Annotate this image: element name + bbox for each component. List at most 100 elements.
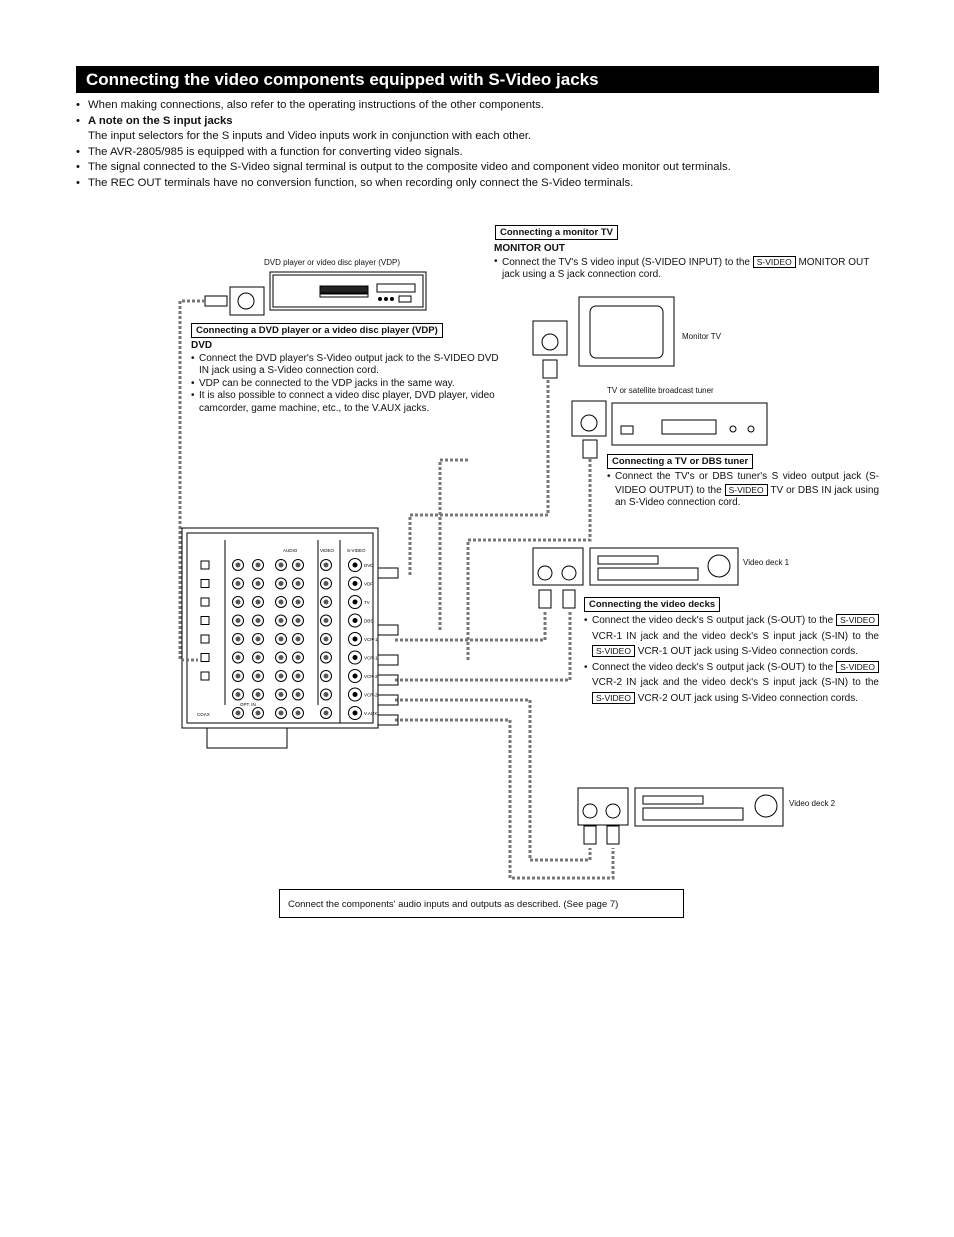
rca-jack-center	[278, 562, 284, 568]
rca-jack-center	[295, 618, 301, 623]
rca-jack-center	[255, 599, 261, 605]
dvd-bullet: VDP can be connected to the VDP jacks in…	[191, 378, 501, 391]
opt-in-label: OPT. IN	[240, 702, 256, 707]
decks-section: Connect the video deck's S output jack (…	[584, 613, 880, 707]
decks-section-header: Connecting the video decks	[584, 597, 721, 612]
optical-port	[200, 634, 210, 644]
monitor-tv-illustration	[532, 296, 675, 379]
rca-jack-center	[255, 618, 261, 623]
rca-jack-center	[235, 692, 241, 697]
rca-jack-center	[323, 655, 329, 660]
video-deck-1-illustration	[532, 547, 739, 609]
rca-jack-center	[255, 710, 261, 716]
rca-jack-center	[278, 692, 284, 697]
svideo-jack-pin	[352, 599, 358, 605]
video-deck-2-illustration	[577, 787, 784, 845]
jack-row-label: VCR-1	[364, 637, 378, 642]
rca-jack-center	[323, 618, 329, 623]
col-video-label: VIDEO	[320, 548, 335, 553]
cables	[178, 299, 615, 880]
rca-jack-center	[278, 710, 284, 716]
svideo-jack-pin	[352, 655, 358, 660]
dvd-section: DVD Connect the DVD player's S-Video out…	[191, 340, 501, 416]
optical-port	[200, 597, 210, 607]
rca-jack-center	[323, 636, 329, 642]
col-audio-label: AUDIO	[283, 548, 298, 553]
intro-subhead: A note on the S input jacks	[88, 114, 233, 127]
video-deck-2-label: Video deck 2	[789, 799, 836, 808]
rca-jack-center	[323, 581, 329, 586]
rca-jack-center	[235, 636, 241, 642]
rca-jack-center	[255, 562, 261, 568]
rca-jack-center	[295, 655, 301, 660]
jack-row-label: VCR-2	[364, 693, 378, 698]
optical-port	[200, 560, 210, 570]
dvd-section-header: Connecting a DVD player or a video disc …	[191, 323, 443, 338]
rca-jack-center	[278, 581, 284, 586]
rca-jack-center	[255, 673, 261, 679]
svideo-tag: S-VIDEO	[592, 691, 635, 704]
svideo-jack-pin	[352, 636, 358, 642]
rca-jack-center	[235, 581, 241, 586]
rca-jack-center	[235, 673, 241, 679]
svideo-jack-pin	[352, 673, 358, 679]
rca-jack-center	[323, 562, 329, 568]
intro-item: When making connections, also refer to t…	[76, 98, 876, 114]
rca-jack-center	[235, 599, 241, 605]
dvd-bullet: Connect the DVD player's S-Video output …	[191, 353, 501, 378]
svideo-jack-pin	[352, 618, 358, 623]
tuner-bullet: Connect the TV's or DBS tuner's S video …	[607, 471, 879, 510]
rca-jack-center	[295, 636, 301, 642]
receiver-plugs	[377, 567, 399, 726]
monitor-section: MONITOR OUT Connect the TV's S video inp…	[494, 243, 879, 282]
jack-row-label: V.AUX	[364, 711, 377, 716]
dvd-bullet: It is also possible to connect a video d…	[191, 390, 501, 415]
rca-jack-center	[295, 599, 301, 605]
optical-port	[200, 616, 210, 625]
optical-port	[200, 653, 210, 662]
rca-jack-center	[278, 636, 284, 642]
svideo-tag: S-VIDEO	[724, 483, 768, 496]
optical-port	[200, 671, 210, 681]
dvd-svideo-jack	[204, 286, 265, 316]
monitor-tv-label: Monitor TV	[682, 332, 721, 341]
rca-jack-center	[323, 599, 329, 605]
jack-row-label: DBS	[364, 619, 373, 624]
rca-jack-center	[255, 636, 261, 642]
jack-row-label: VCR-2	[364, 674, 378, 679]
svideo-tag: S-VIDEO	[836, 660, 880, 673]
rca-jack-center	[255, 655, 261, 660]
tuner-label: TV or satellite broadcast tuner	[607, 386, 714, 395]
intro-item: The REC OUT terminals have no conversion…	[76, 176, 876, 192]
dvd-subhead: DVD	[191, 340, 213, 351]
monitor-subhead: MONITOR OUT	[494, 243, 565, 254]
rca-jack-center	[295, 673, 301, 679]
coax-label: COAX	[197, 712, 210, 717]
intro-item: The input selectors for the S inputs and…	[88, 130, 532, 142]
jack-row-label: VCR-1	[364, 656, 378, 661]
rca-jack-center	[295, 710, 301, 716]
intro-list: When making connections, also refer to t…	[76, 98, 876, 191]
jack-row-label: DVD	[364, 563, 374, 568]
rca-jack-center	[323, 673, 329, 679]
intro-item: A note on the S input jacks	[76, 114, 876, 130]
rca-jack-center	[323, 710, 329, 716]
audio-note: Connect the components' audio inputs and…	[279, 889, 684, 918]
rca-jack-center	[255, 581, 261, 586]
monitor-section-header: Connecting a monitor TV	[495, 225, 618, 240]
decks-bullet: Connect the video deck's S output jack (…	[584, 613, 880, 660]
intro-item: The signal connected to the S-Video sign…	[76, 160, 876, 176]
jack-row-label: VDP	[364, 582, 373, 587]
svideo-jack-pin	[352, 581, 358, 586]
tuner-illustration	[571, 400, 768, 459]
rca-jack-center	[278, 599, 284, 605]
rca-jack-center	[255, 692, 261, 697]
tuner-section: Connect the TV's or DBS tuner's S video …	[607, 471, 879, 510]
svideo-jack-pin	[352, 562, 358, 568]
svideo-tag: S-VIDEO	[752, 255, 796, 268]
rca-jack-center	[278, 655, 284, 660]
tuner-section-header: Connecting a TV or DBS tuner	[607, 454, 754, 469]
video-deck-1-label: Video deck 1	[743, 558, 790, 567]
